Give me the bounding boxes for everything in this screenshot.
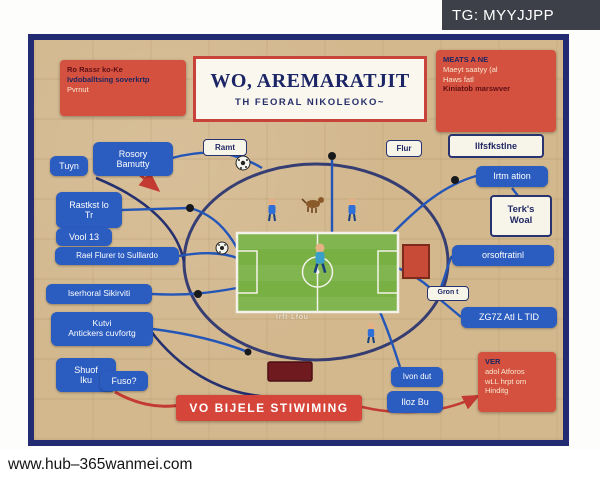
- label-line: Ramt: [214, 142, 235, 152]
- label-line: Tr: [84, 210, 94, 220]
- label-ivon: Ivon dut: [391, 367, 443, 387]
- label-rastkst: Rastkst lo Tr: [56, 192, 122, 228]
- label-terks-woal: Terk's Woal: [490, 195, 552, 237]
- label-vool: Vool 13: [56, 228, 112, 246]
- info-line: Ro Rassr ko-Ke: [67, 65, 123, 74]
- label-fuso: Fuso?: [100, 371, 148, 391]
- poster-title: WO, AREMARATJIT: [210, 70, 410, 92]
- info-line: Kiniatob marswver: [443, 84, 511, 94]
- info-line: MEATS A NE: [443, 55, 489, 64]
- label-line: Terk's: [507, 204, 535, 216]
- info-line: Hinditg: [485, 386, 509, 396]
- label-line: Rosory: [118, 148, 148, 159]
- label-flur: Flur: [386, 140, 422, 157]
- bottom-banner: VO BIJELE STIWIMING: [176, 395, 362, 421]
- info-line: Maeyt saatyy (al: [443, 64, 498, 74]
- label-gront: Gron t: [427, 286, 469, 301]
- info-line: Ivdoballtsing soverkrtp: [67, 74, 150, 84]
- top-left-info-box: Ro Rassr ko-Ke Ivdoballtsing soverkrtp P…: [60, 60, 186, 116]
- info-line: VER: [485, 357, 501, 366]
- poster-subtitle: TH FEORAL NIKOLEOKO~: [235, 97, 385, 108]
- label-line: Rastkst lo: [69, 199, 109, 210]
- label-iserhoral: Iserhoral Sikirviti: [46, 284, 152, 304]
- label-line: Ilfsfkstlne: [474, 140, 517, 151]
- label-line: Shuof: [74, 364, 98, 375]
- title-box: WO, AREMARATJIT TH FEORAL NIKOLEOKO~: [193, 56, 427, 122]
- label-line: Kutvi: [92, 318, 112, 329]
- info-line: Haws fatl: [443, 74, 474, 84]
- info-line: adol Atforos: [485, 366, 525, 376]
- label-kutvi: Kutvi Antickers cuvfortg: [51, 312, 153, 346]
- tg-badge: TG: MYYJJPP: [442, 0, 600, 30]
- label-irtm: Irtm ation: [476, 166, 548, 187]
- info-line: Pvrnut: [67, 84, 89, 94]
- top-right-info-box: MEATS A NE Maeyt saatyy (al Haws fatl Ki…: [436, 50, 556, 132]
- label-tuyn: Tuyn: [50, 156, 88, 176]
- watermark-bar: www.hub–365wanmei.com: [0, 450, 600, 480]
- label-zg7z: ZG7Z AtI L TID: [461, 307, 557, 328]
- label-line: Antickers cuvfortg: [68, 328, 136, 338]
- label-line: Flur: [396, 143, 412, 153]
- bottom-right-info-box: VER adol Atforos wLL hrpt orn Hinditg: [478, 352, 556, 412]
- label-rael: Rael Flurer to Sulllardo: [55, 247, 179, 265]
- label-line: Iku: [79, 375, 92, 385]
- label-iloz: Iloz Bu: [387, 391, 443, 413]
- label-line: Woal: [509, 215, 533, 226]
- label-line: Bamutty: [116, 159, 150, 169]
- label-line: Gron t: [437, 289, 459, 297]
- field-caption: Irft Lfou: [276, 314, 309, 321]
- info-line: wLL hrpt orn: [485, 376, 527, 386]
- label-ramt: Ramt: [203, 139, 247, 156]
- label-rosory: Rosory Bamutty: [93, 142, 173, 176]
- label-ilfs: Ilfsfkstlne: [448, 134, 544, 158]
- label-orsoft: orsoftratinl: [452, 245, 554, 266]
